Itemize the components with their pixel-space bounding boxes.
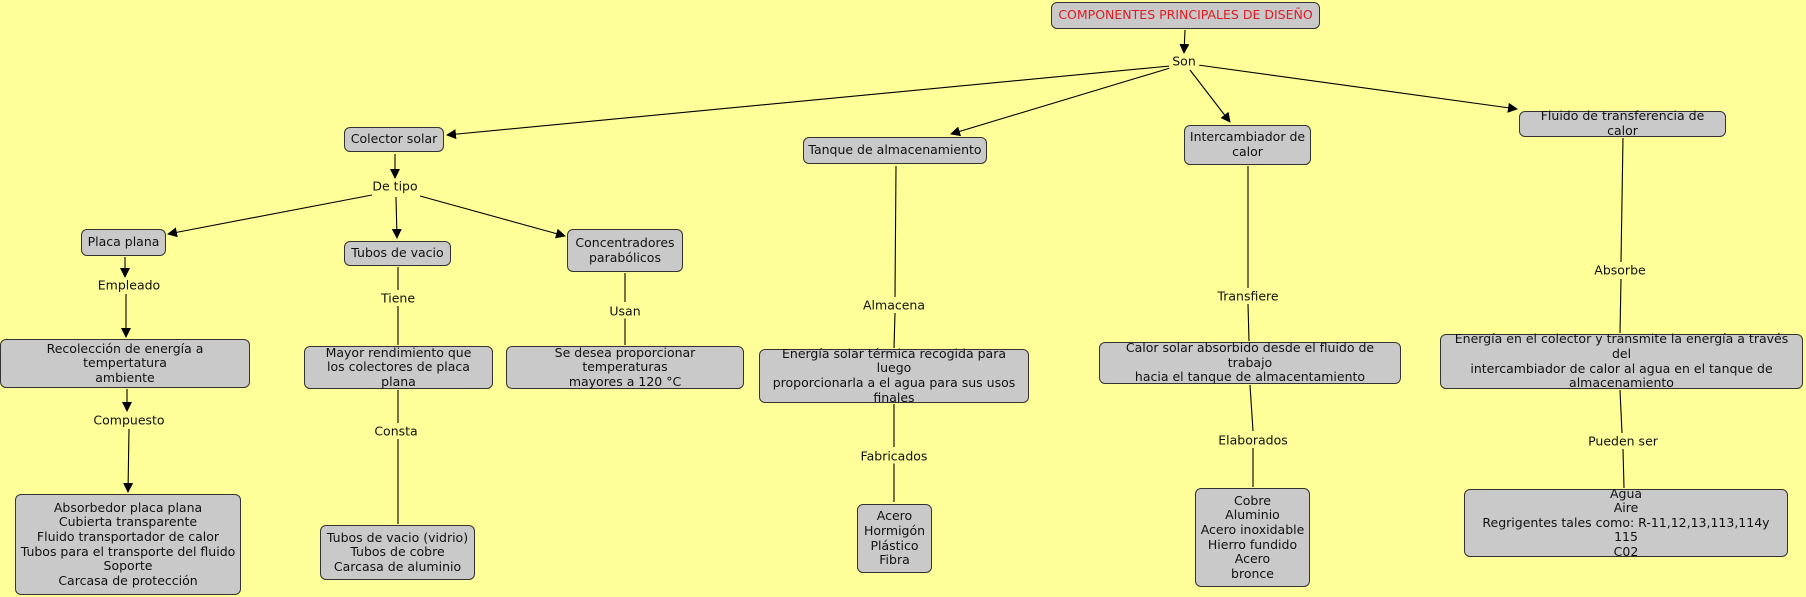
link-usan: Usan: [606, 303, 644, 319]
concept-absorbedor-lista[interactable]: Absorbedor placa plana Cubierta transpar…: [15, 494, 241, 595]
concept-placa-plana[interactable]: Placa plana: [81, 229, 166, 256]
link-de-tipo: De tipo: [369, 178, 421, 194]
edge-son-intercambiador: [1189, 69, 1231, 123]
concept-mayor-rendimiento[interactable]: Mayor rendimiento que los colectores de …: [304, 345, 493, 389]
root-concept[interactable]: COMPONENTES PRINCIPALES DE DISEÑO: [1051, 2, 1320, 29]
concept-materiales-intercambiador[interactable]: Cobre Aluminio Acero inoxidable Hierro f…: [1195, 488, 1310, 587]
concept-materiales-tanque[interactable]: Acero Hormigón Plástico Fibra: [857, 504, 932, 573]
link-fabricados: Fabricados: [857, 448, 931, 464]
link-absorbe: Absorbe: [1591, 262, 1649, 278]
concept-tubos-vacio[interactable]: Tubos de vacio: [344, 241, 451, 266]
concept-concentradores[interactable]: Concentradores parabólicos: [567, 229, 683, 272]
link-almacena: Almacena: [859, 297, 929, 313]
edge-detipo-placa: [167, 194, 373, 238]
link-tiene: Tiene: [377, 290, 419, 306]
edge-detipo-tubos: [391, 196, 402, 239]
link-compuesto: Compuesto: [90, 412, 168, 428]
link-pueden-ser: Pueden ser: [1585, 433, 1661, 449]
concept-temperaturas[interactable]: Se desea proporcionar temperaturas mayor…: [506, 345, 744, 389]
link-consta: Consta: [371, 423, 421, 439]
edge-son-colector: [446, 65, 1171, 140]
edge-root-son: [1179, 29, 1190, 54]
concept-energia-colector[interactable]: Energía en el colector y transmite la en…: [1440, 332, 1803, 390]
concept-tubos-vidrio-lista[interactable]: Tubos de vacio (vidrio) Tubos de cobre C…: [320, 525, 475, 580]
concept-energia-termica[interactable]: Energía solar térmica recogida para lueg…: [759, 346, 1029, 404]
link-empleado: Empleado: [94, 277, 164, 293]
link-transfiere: Transfiere: [1214, 288, 1282, 304]
edge-son-tanque: [950, 67, 1171, 137]
concept-intercambiador[interactable]: Intercambiador de calor: [1184, 125, 1311, 165]
edge-compuesto-absorbedor: [123, 428, 134, 493]
edge-detipo-concentradores: [419, 195, 566, 239]
concept-fluidos-lista[interactable]: Agua Aire Regrigentes tales como: R-11,1…: [1464, 486, 1788, 559]
concept-recoleccion-energia[interactable]: Recolección de energía a tempertatura am…: [0, 339, 250, 388]
concept-colector-solar[interactable]: Colector solar: [344, 127, 444, 152]
concept-tanque-almacenamiento[interactable]: Tanque de almacenamiento: [803, 137, 987, 164]
link-elaborados: Elaborados: [1215, 432, 1291, 448]
concept-calor-absorbido[interactable]: Calor solar absorbido desde el fluido de…: [1099, 340, 1401, 384]
concept-fluido-transferencia[interactable]: Fluido de transferencia de calor: [1519, 109, 1726, 138]
edge-son-fluido: [1197, 64, 1518, 113]
link-son: Son: [1169, 53, 1199, 69]
